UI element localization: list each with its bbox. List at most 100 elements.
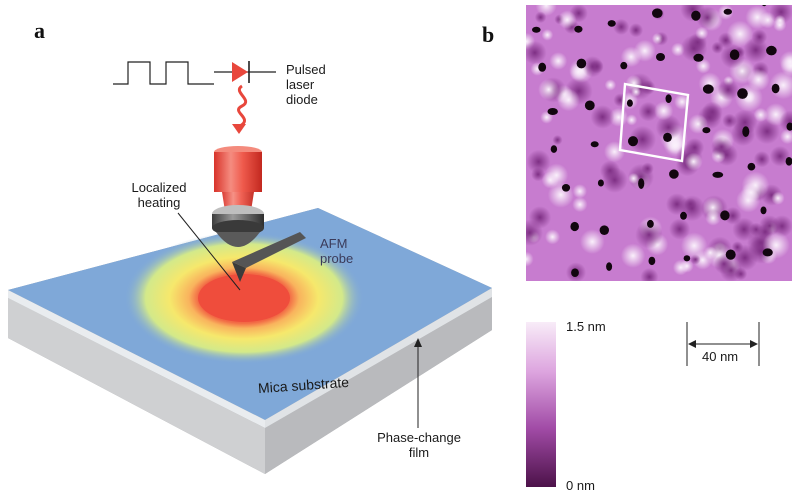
afm-pit [532, 26, 541, 33]
afm-texture-spot [557, 10, 577, 29]
afm-pit [620, 61, 628, 70]
heating-label-line1: Localized [131, 180, 187, 195]
laser-diode-label-line3: diode [286, 92, 318, 107]
laser-beam [214, 146, 262, 230]
afm-pit [665, 94, 672, 103]
afm-pit [574, 25, 583, 33]
colorbar-max-label: 1.5 nm [566, 319, 606, 334]
afm-texture-spot [669, 218, 691, 240]
afm-texture-spot [736, 188, 761, 213]
afm-texture-spot [635, 221, 663, 249]
afm-texture-spot [743, 37, 769, 63]
heating-leader-line [177, 212, 241, 291]
afm-pit [729, 49, 740, 60]
afm-pit [597, 179, 604, 187]
afm-pit [702, 84, 714, 94]
afm-texture-spot [684, 197, 697, 211]
panel-letter-b: b [482, 22, 495, 47]
film-label-line2: film [408, 445, 430, 460]
afm-texture-spot [534, 11, 547, 24]
afm-pit [626, 99, 633, 107]
afm-texture-spot [779, 50, 792, 73]
afm-pit [702, 127, 711, 134]
afm-pit [663, 132, 672, 142]
afm-pit [785, 157, 792, 166]
afm-texture-spot [526, 40, 547, 65]
afm-pit [652, 8, 663, 18]
afm-texture-spot [572, 184, 587, 199]
laser-diode-label: Pulsed laser diode [286, 62, 326, 107]
afm-texture-spot [711, 41, 724, 54]
afm-texture-spot [613, 18, 630, 35]
afm-texture-spot [590, 105, 615, 129]
afm-pit [693, 53, 704, 62]
afm-pit [550, 145, 558, 153]
afm-texture-spot [711, 136, 732, 158]
afm-texture-spot [626, 114, 638, 126]
laser-diode-label-line1: Pulsed [286, 62, 326, 77]
afm-probe-label: AFM probe [320, 236, 353, 266]
afm-texture-spot [604, 141, 625, 163]
afm-texture-spot [557, 88, 580, 112]
afm-texture-spot [769, 145, 791, 167]
afm-probe-icon [232, 232, 306, 282]
afm-texture-spot [604, 79, 617, 91]
afm-pit [669, 169, 679, 179]
afm-probe-label-line2: probe [320, 251, 354, 266]
afm-pit [538, 62, 547, 72]
afm-pits [532, 5, 792, 278]
afm-texture-spot [654, 101, 674, 121]
afm-pit [547, 108, 558, 115]
unit-cell-outline [618, 82, 690, 163]
afm-texture-spot [726, 20, 754, 48]
afm-texture-spot [572, 196, 588, 213]
afm-pit [599, 225, 609, 235]
afm-pit [712, 171, 724, 178]
afm-texture-spot [771, 191, 785, 205]
afm-pit [607, 20, 616, 27]
afm-texture-spot [580, 229, 605, 254]
focusing-lens [212, 205, 264, 247]
afm-texture-spot [620, 46, 642, 68]
afm-texture-spot [732, 217, 756, 242]
afm-pit [762, 5, 767, 7]
afm-texture-spot [628, 172, 640, 184]
heating-label-line2: heating [137, 195, 181, 210]
afm-texture-spot [734, 83, 763, 112]
laser-diode-icon [214, 61, 276, 83]
afm-pit [638, 178, 645, 190]
afm-texture-spot [680, 232, 708, 259]
afm-pit [683, 255, 691, 262]
pulse-waveform [113, 61, 214, 85]
afm-texture-spot [717, 79, 739, 101]
afm-texture-spot [695, 58, 711, 74]
afm-texture-spot [705, 210, 721, 226]
afm-texture-spot [638, 101, 659, 122]
afm-pit [570, 221, 579, 232]
afm-pit [584, 100, 595, 111]
afm-pit [771, 83, 780, 94]
afm-pit [571, 268, 579, 278]
afm-texture-spot [701, 101, 723, 123]
afm-texture-spot [672, 259, 689, 276]
afm-pit [766, 45, 777, 56]
afm-texture [526, 5, 792, 281]
afm-pit [720, 210, 730, 221]
afm-pit [760, 206, 767, 215]
afm-texture-spot [549, 52, 568, 70]
afm-texture-spot [526, 219, 543, 246]
afm-texture-spot [640, 267, 659, 281]
film-leader-arrowhead [414, 338, 422, 347]
afm-pit [723, 8, 732, 15]
afm-texture-spot [753, 107, 768, 122]
afm-pit [737, 88, 748, 99]
afm-pit [576, 58, 587, 69]
afm-pit [561, 184, 571, 192]
afm-texture-spot [538, 79, 560, 100]
afm-texture-spot [655, 114, 682, 141]
phase-change-film-label: Phase-change film [364, 430, 474, 460]
scale-bar-label: 40 nm [702, 349, 739, 364]
afm-topography-image [526, 5, 792, 281]
afm-pit [628, 136, 638, 147]
